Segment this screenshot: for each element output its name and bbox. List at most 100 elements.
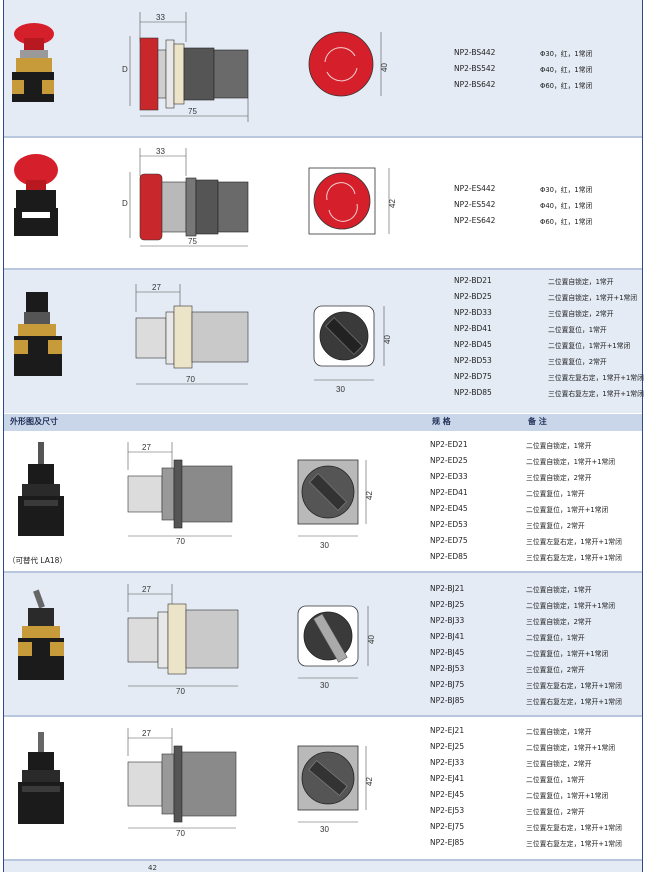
- svg-text:27: 27: [142, 443, 151, 452]
- svg-text:40: 40: [380, 63, 389, 72]
- model-code: NP2-BD85: [454, 388, 492, 397]
- model-code: NP2-BJ75: [430, 680, 465, 689]
- svg-text:42: 42: [388, 199, 397, 208]
- spec-desc: Φ30，红，1常闭: [540, 186, 593, 194]
- spec-desc: 二位置自锁定，1常开+1常闭: [526, 744, 616, 752]
- model-code: NP2-EJ53: [430, 806, 465, 815]
- spec-desc: 二位置复位，1常开: [526, 634, 585, 642]
- model-code: NP2-BS442: [454, 48, 496, 57]
- model-code: NP2-BS542: [454, 64, 496, 73]
- front-drawing-bd: 40 30: [313, 305, 392, 394]
- svg-text:30: 30: [320, 825, 329, 834]
- spec-desc: 二位置自锁定，1常开+1常闭: [526, 458, 616, 466]
- spec-desc: Φ60，红，1常闭: [540, 82, 593, 90]
- spec-desc: 二位置复位，1常开: [526, 490, 585, 498]
- front-drawing-ed: 42 30: [297, 459, 374, 550]
- model-code: NP2-ED85: [430, 552, 468, 561]
- model-code: NP2-BJ53: [430, 664, 465, 673]
- spec-desc: 三位置自锁定，2常开: [548, 310, 614, 318]
- svg-text:30: 30: [336, 385, 345, 394]
- spec-desc: 三位置右复左定，1常开+1常闭: [526, 840, 622, 848]
- model-code: NP2-EJ21: [430, 726, 465, 735]
- spec-desc: 三位置左复右定，1常开+1常闭: [526, 682, 622, 690]
- svg-text:70: 70: [186, 375, 195, 384]
- svg-text:27: 27: [142, 729, 151, 738]
- header-note-label: 备 注: [528, 417, 547, 426]
- product-photo-bd: [14, 292, 62, 376]
- front-drawing-es: 42: [308, 167, 397, 235]
- side-drawing-bs: 33 D 75: [122, 12, 249, 122]
- spec-desc: 三位置复位，2常开: [526, 522, 585, 530]
- model-code: NP2-BJ25: [430, 600, 465, 609]
- svg-text:33: 33: [156, 13, 165, 22]
- side-drawing-bj: 27 70: [127, 584, 239, 696]
- svg-text:70: 70: [176, 537, 185, 546]
- model-code: NP2-ED21: [430, 440, 468, 449]
- svg-text:D: D: [122, 65, 128, 74]
- spec-desc: 三位置右复左定，1常开+1常闭: [526, 554, 622, 562]
- divider: [4, 859, 642, 861]
- model-code: NP2-BD53: [454, 356, 492, 365]
- model-code: NP2-BD75: [454, 372, 492, 381]
- divider: [4, 715, 642, 717]
- svg-text:40: 40: [367, 635, 376, 644]
- model-code: NP2-BJ45: [430, 648, 465, 657]
- svg-text:40: 40: [383, 335, 392, 344]
- replace-note: （可替代 LA18）: [8, 556, 67, 565]
- model-code: NP2-BJ21: [430, 584, 465, 593]
- side-drawing-ej: 27 70: [127, 728, 237, 838]
- product-photo-es: [14, 154, 58, 236]
- divider: [4, 136, 642, 138]
- model-code: NP2-BD25: [454, 292, 492, 301]
- model-code: NP2-EJ85: [430, 838, 465, 847]
- spec-desc: 二位置复位，1常开+1常闭: [548, 342, 631, 350]
- spec-desc: Φ60，红，1常闭: [540, 218, 593, 226]
- divider: [4, 571, 642, 573]
- svg-text:33: 33: [156, 147, 165, 156]
- spec-desc: 三位置左复右定，1常开+1常闭: [526, 824, 622, 832]
- product-photo-ed: [18, 442, 64, 536]
- spec-desc: 三位置左复右定，1常开+1常闭: [526, 538, 622, 546]
- catalog-frame: [3, 0, 643, 872]
- side-drawing-es: 33 D 75: [122, 147, 249, 247]
- model-code: NP2-ED75: [430, 536, 468, 545]
- spec-desc: 三位置右复左定，1常开+1常闭: [526, 698, 622, 706]
- spec-desc: 二位置自锁定，1常开: [526, 728, 592, 736]
- spec-desc: 三位置复位，2常开: [526, 808, 585, 816]
- spec-desc: 三位置自锁定，2常开: [526, 474, 592, 482]
- front-drawing-bj: 40 30: [297, 605, 376, 690]
- svg-text:27: 27: [142, 585, 151, 594]
- svg-text:70: 70: [176, 687, 185, 696]
- product-photo-bj: [18, 589, 64, 680]
- product-photo-ej: [18, 732, 64, 824]
- spec-desc: 二位置自锁定，1常开: [526, 442, 592, 450]
- spec-desc: 二位置自锁定，1常开+1常闭: [526, 602, 616, 610]
- model-code: NP2-ES642: [454, 216, 496, 225]
- spec-desc: 二位置复位，1常开+1常闭: [526, 650, 609, 658]
- section-next-partial: [4, 861, 642, 872]
- spec-desc: 三位置自锁定，2常开: [526, 618, 592, 626]
- table-header: 外形图及尺寸 规 格 备 注: [4, 414, 642, 431]
- spec-desc: 三位置自锁定，2常开: [526, 760, 592, 768]
- model-code: NP2-ES542: [454, 200, 496, 209]
- svg-text:70: 70: [176, 829, 185, 838]
- model-code: NP2-BJ41: [430, 632, 465, 641]
- svg-text:42: 42: [365, 777, 374, 786]
- spec-desc: Φ40，红，1常闭: [540, 202, 593, 210]
- spec-desc: 二位置复位，1常开: [526, 776, 585, 784]
- divider: [4, 268, 642, 270]
- model-code: NP2-BD45: [454, 340, 492, 349]
- model-code: NP2-BJ33: [430, 616, 465, 625]
- model-code: NP2-ED41: [430, 488, 468, 497]
- header-spec-label: 规 格: [432, 417, 451, 426]
- spec-desc: 二位置复位，1常开: [548, 326, 607, 334]
- spec-desc: 二位置自锁定，1常开: [526, 586, 592, 594]
- model-code: NP2-ED25: [430, 456, 468, 465]
- model-code: NP2-ED53: [430, 520, 468, 529]
- model-code: NP2-ED33: [430, 472, 468, 481]
- model-code: NP2-BD33: [454, 308, 492, 317]
- spec-desc: 三位置左复右定，1常开+1常闭: [548, 374, 644, 382]
- spec-desc: 二位置复位，1常开+1常闭: [526, 506, 609, 514]
- svg-text:30: 30: [320, 681, 329, 690]
- side-drawing-bd: 27 70: [135, 283, 249, 385]
